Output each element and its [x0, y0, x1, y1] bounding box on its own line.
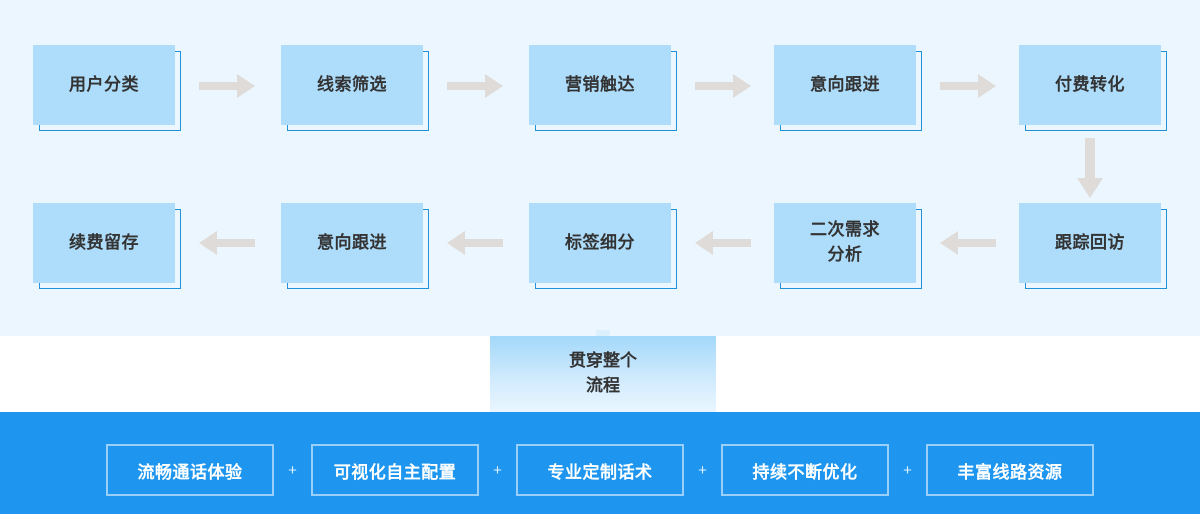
span-card-line1: 贯穿整个 — [569, 351, 637, 371]
feature-separator-plus-1: + — [288, 461, 297, 479]
step-label: 跟踪回访 — [1055, 232, 1125, 252]
step-label: 付费转化 — [1055, 74, 1125, 94]
feature-pill-row: 流畅通话体验 + 可视化自主配置 + 专业定制话术 + 持续不断优化 + 丰富线… — [106, 444, 1094, 496]
flow-step-intent-followup-row1[interactable]: 意向跟进 — [774, 45, 922, 131]
flow-step-paid-conversion[interactable]: 付费转化 — [1019, 45, 1167, 131]
feature-pill-custom-script[interactable]: 专业定制话术 — [516, 444, 684, 496]
step-label-line2: 分析 — [827, 245, 863, 264]
feature-pill-label: 流畅通话体验 — [137, 462, 243, 482]
flow-step-tracking-revisit[interactable]: 跟踪回访 — [1019, 203, 1167, 289]
flow-step-secondary-demand-analysis[interactable]: 二次需求 分析 — [774, 203, 922, 289]
flow-step-tag-segmentation[interactable]: 标签细分 — [529, 203, 677, 289]
feature-pill-continuous-optimization[interactable]: 持续不断优化 — [721, 444, 889, 496]
step-label: 意向跟进 — [317, 232, 387, 252]
feature-pill-label: 可视化自主配置 — [333, 462, 457, 482]
feature-separator-plus-2: + — [493, 461, 502, 479]
step-fill: 营销触达 — [529, 45, 671, 125]
span-card-label: 贯穿整个 流程 — [569, 349, 637, 398]
feature-separator-plus-3: + — [698, 461, 707, 479]
flow-arrow-left-1 — [199, 230, 255, 256]
step-label: 续费留存 — [69, 232, 139, 252]
step-fill: 二次需求 分析 — [774, 203, 916, 283]
span-whole-process-card[interactable]: 贯穿整个 流程 — [490, 336, 716, 412]
step-fill: 标签细分 — [529, 203, 671, 283]
flow-arrow-right-3 — [695, 73, 751, 99]
step-fill: 付费转化 — [1019, 45, 1161, 125]
flow-step-marketing-reach[interactable]: 营销触达 — [529, 45, 677, 131]
flow-arrow-right-2 — [447, 73, 503, 99]
feature-pill-label: 丰富线路资源 — [957, 462, 1063, 482]
flow-arrow-down-connector — [1077, 138, 1103, 198]
step-label: 标签细分 — [565, 232, 635, 252]
flow-step-user-classification[interactable]: 用户分类 — [33, 45, 181, 131]
step-fill: 意向跟进 — [281, 203, 423, 283]
bottom-feature-bar — [0, 412, 1200, 514]
feature-pill-smooth-call[interactable]: 流畅通话体验 — [106, 444, 274, 496]
feature-pill-label: 持续不断优化 — [752, 462, 858, 482]
step-fill: 跟踪回访 — [1019, 203, 1161, 283]
flow-step-renewal-retention[interactable]: 续费留存 — [33, 203, 181, 289]
step-fill: 用户分类 — [33, 45, 175, 125]
flow-arrow-right-1 — [199, 73, 255, 99]
flow-arrow-left-3 — [695, 230, 751, 256]
step-fill: 线索筛选 — [281, 45, 423, 125]
feature-pill-rich-line-resources[interactable]: 丰富线路资源 — [926, 444, 1094, 496]
step-label: 营销触达 — [565, 74, 635, 94]
step-label: 意向跟进 — [810, 74, 880, 94]
feature-pill-visual-config[interactable]: 可视化自主配置 — [311, 444, 479, 496]
step-label: 二次需求 分析 — [810, 218, 880, 267]
step-label: 线索筛选 — [317, 74, 387, 94]
span-card-notch — [596, 330, 610, 337]
flow-arrow-right-4 — [940, 73, 996, 99]
step-label: 用户分类 — [69, 74, 139, 94]
step-fill: 续费留存 — [33, 203, 175, 283]
flow-arrow-left-4 — [940, 230, 996, 256]
flow-step-intent-followup-row2[interactable]: 意向跟进 — [281, 203, 429, 289]
step-label-line1: 二次需求 — [810, 220, 880, 240]
feature-pill-label: 专业定制话术 — [547, 462, 653, 482]
step-fill: 意向跟进 — [774, 45, 916, 125]
feature-separator-plus-4: + — [903, 461, 912, 479]
flow-step-lead-screening[interactable]: 线索筛选 — [281, 45, 429, 131]
span-card-line2: 流程 — [586, 376, 620, 395]
flow-arrow-left-2 — [447, 230, 503, 256]
